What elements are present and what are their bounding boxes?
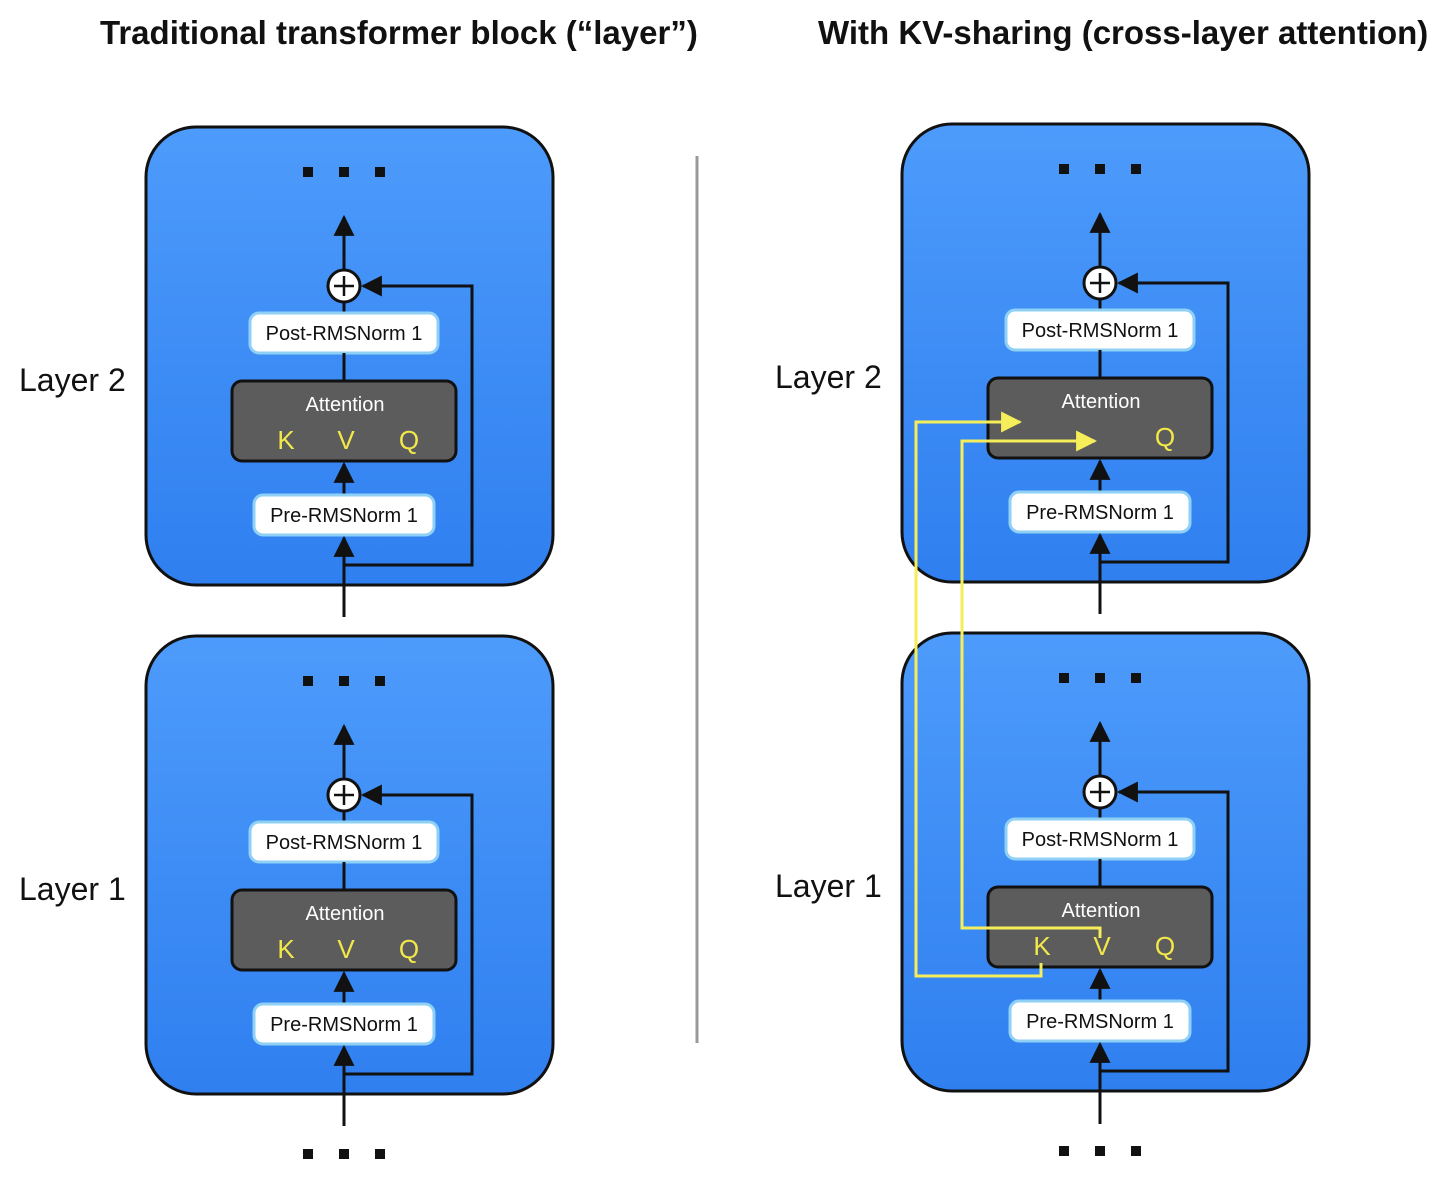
add-circle-icon <box>1082 774 1118 810</box>
query-label: Q <box>1155 422 1175 452</box>
ellipsis-dot <box>375 1149 385 1159</box>
ellipsis-icon <box>1059 164 1141 174</box>
ellipsis-icon <box>1059 673 1141 683</box>
pre-rmsnorm-label: Pre-RMSNorm 1 <box>1026 1011 1174 1033</box>
ellipsis-icon <box>303 167 385 177</box>
layer-label: Layer 1 <box>19 871 126 907</box>
residual-connection <box>344 275 474 567</box>
query-label: Q <box>399 934 419 964</box>
shared-key-connection <box>914 411 1043 978</box>
input-ellipsis-icon <box>303 1149 385 1159</box>
query-label: Q <box>1155 931 1175 961</box>
ellipsis-dot <box>339 676 349 686</box>
value-label: V <box>337 934 355 964</box>
ellipsis-dot <box>1059 673 1069 683</box>
pre-rmsnorm-box <box>1008 999 1192 1043</box>
ellipsis-icon <box>303 676 385 686</box>
ellipsis-dot <box>1131 673 1141 683</box>
post-rmsnorm-label: Post-RMSNorm 1 <box>1022 320 1179 342</box>
ellipsis-dot <box>1131 1146 1141 1156</box>
transformer-block <box>144 125 555 587</box>
ellipsis-dot <box>339 167 349 177</box>
key-label: K <box>277 425 295 455</box>
attention-box <box>230 888 458 972</box>
title-traditional: Traditional transformer block (“layer”) <box>100 14 698 51</box>
ellipsis-dot <box>1095 164 1105 174</box>
query-label: Q <box>399 425 419 455</box>
attention-label: Attention <box>1062 900 1141 922</box>
residual-connection <box>1100 272 1230 564</box>
add-circle-icon <box>326 268 362 304</box>
add-circle-icon <box>1082 265 1118 301</box>
pre-rmsnorm-box <box>1008 490 1192 534</box>
attention-label: Attention <box>306 394 385 416</box>
residual-connection <box>1100 781 1230 1073</box>
input-ellipsis-icon <box>1059 1146 1141 1156</box>
attention-box <box>986 376 1214 460</box>
value-label: V <box>337 425 355 455</box>
ellipsis-dot <box>339 1149 349 1159</box>
post-rmsnorm-label: Post-RMSNorm 1 <box>266 323 423 345</box>
pre-rmsnorm-label: Pre-RMSNorm 1 <box>270 505 418 527</box>
ellipsis-dot <box>1095 673 1105 683</box>
ellipsis-dot <box>303 1149 313 1159</box>
residual-connection <box>344 784 474 1076</box>
add-circle-icon <box>326 777 362 813</box>
title-kv-sharing: With KV-sharing (cross-layer attention) <box>818 14 1429 51</box>
pre-rmsnorm-box <box>252 1002 436 1046</box>
ellipsis-dot <box>303 167 313 177</box>
ellipsis-dot <box>1059 164 1069 174</box>
transformer-block <box>144 634 555 1096</box>
ellipsis-dot <box>303 676 313 686</box>
layer-label: Layer 1 <box>775 868 882 904</box>
layer-label: Layer 2 <box>775 359 882 395</box>
attention-label: Attention <box>1062 391 1141 413</box>
ellipsis-dot <box>1059 1146 1069 1156</box>
attention-box <box>230 379 458 463</box>
transformer-block <box>900 122 1311 584</box>
layer-label: Layer 2 <box>19 362 126 398</box>
ellipsis-dot <box>375 167 385 177</box>
key-label: K <box>277 934 295 964</box>
pre-rmsnorm-label: Pre-RMSNorm 1 <box>1026 502 1174 524</box>
key-label: K <box>1033 931 1051 961</box>
post-rmsnorm-label: Post-RMSNorm 1 <box>1022 829 1179 851</box>
attention-label: Attention <box>306 903 385 925</box>
pre-rmsnorm-label: Pre-RMSNorm 1 <box>270 1014 418 1036</box>
ellipsis-dot <box>1095 1146 1105 1156</box>
shared-value-connection <box>960 430 1102 938</box>
ellipsis-dot <box>375 676 385 686</box>
value-label: V <box>1093 931 1111 961</box>
pre-rmsnorm-box <box>252 493 436 537</box>
post-rmsnorm-label: Post-RMSNorm 1 <box>266 832 423 854</box>
ellipsis-dot <box>1131 164 1141 174</box>
